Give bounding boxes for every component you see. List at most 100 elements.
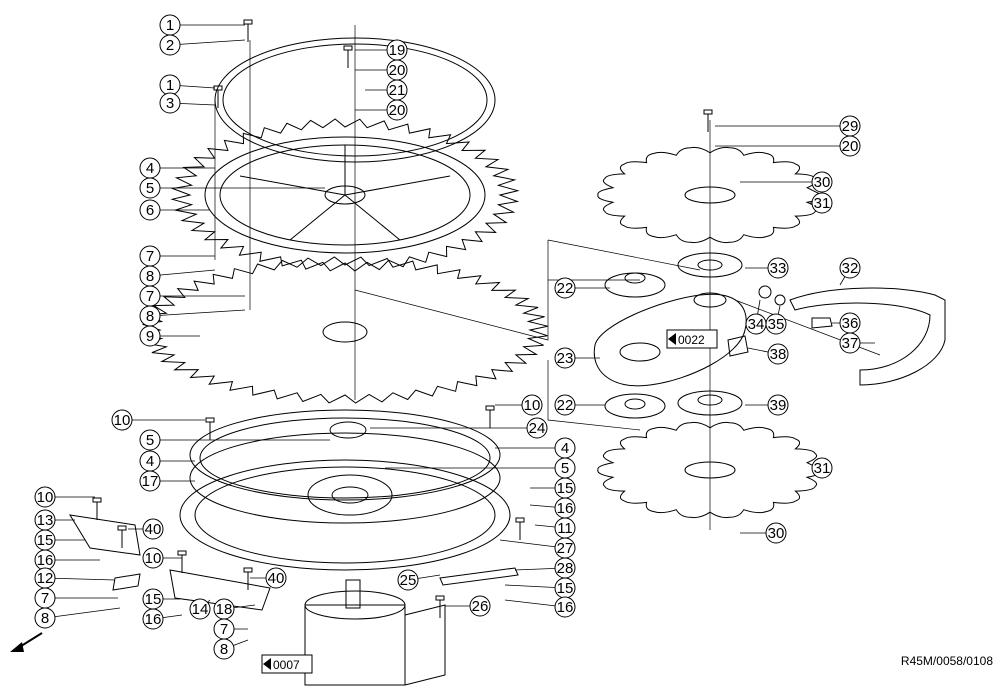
callout-c4a[interactable]: 4 [139,157,161,179]
callout-c40a[interactable]: 40 [142,518,164,540]
callout-number: 32 [842,260,859,277]
gearbox-side [404,604,446,686]
page-ref-label: 0022 [678,333,705,347]
bolt-icon [117,525,127,548]
callout-c9[interactable]: 9 [139,325,161,347]
knob [811,317,833,329]
callout-c1a[interactable]: 1 [159,14,181,36]
callout-c15a[interactable]: 15 [554,477,576,499]
callout-c36[interactable]: 36 [839,312,861,334]
callout-c15d[interactable]: 15 [142,588,164,610]
bolt-icon [485,405,495,428]
callout-c15b[interactable]: 15 [554,577,576,599]
callout-c31b[interactable]: 31 [811,457,833,479]
callout-c10b[interactable]: 10 [521,394,543,416]
callout-number: 8 [220,641,228,658]
callout-number: 34 [748,316,765,333]
callout-c21[interactable]: 21 [386,79,408,101]
callout-c4c[interactable]: 4 [554,437,576,459]
callout-c15c[interactable]: 15 [34,529,56,551]
callout-c20c[interactable]: 20 [839,135,861,157]
bottom-flange [179,459,511,571]
callout-c17[interactable]: 17 [139,470,161,492]
callout-c40b[interactable]: 40 [265,567,287,589]
callout-c5b[interactable]: 5 [139,429,161,451]
callout-number: 16 [557,599,574,616]
callout-c23[interactable]: 23 [554,347,576,369]
callout-c29[interactable]: 29 [839,115,861,137]
callout-c11[interactable]: 11 [554,517,576,539]
callout-c22a[interactable]: 22 [554,277,576,299]
callout-c39[interactable]: 39 [767,394,789,416]
callout-number: 7 [146,288,154,305]
callout-c33[interactable]: 33 [767,257,789,279]
bottom-flange-inner [194,466,496,564]
callout-c7b[interactable]: 7 [139,285,161,307]
callout-c6[interactable]: 6 [139,199,161,221]
callout-number: 20 [389,62,406,79]
callout-c8b[interactable]: 8 [139,305,161,327]
callout-c5a[interactable]: 5 [139,177,161,199]
callout-c13[interactable]: 13 [34,509,56,531]
bolt-icon [243,19,253,42]
callout-c10d[interactable]: 10 [142,547,164,569]
callout-c16a[interactable]: 16 [554,497,576,519]
callout-c37[interactable]: 37 [839,332,861,354]
callout-c1b[interactable]: 1 [159,74,181,96]
callout-c7c[interactable]: 7 [34,587,56,609]
callout-c3[interactable]: 3 [159,92,181,114]
callout-c5c[interactable]: 5 [554,457,576,479]
callout-c10a[interactable]: 10 [111,409,133,431]
callout-c31a[interactable]: 31 [811,192,833,214]
callout-c27[interactable]: 27 [554,537,576,559]
callout-c7d[interactable]: 7 [213,618,235,640]
callout-c26[interactable]: 26 [469,595,491,617]
callout-c24[interactable]: 24 [526,417,548,439]
callout-number: 15 [145,591,162,608]
callout-c4b[interactable]: 4 [139,450,161,472]
callout-c30a[interactable]: 30 [811,171,833,193]
callout-c32[interactable]: 32 [839,257,861,279]
callout-number: 23 [557,350,574,367]
callout-c12[interactable]: 12 [34,567,56,589]
callout-c8c[interactable]: 8 [34,607,56,629]
callout-c20b[interactable]: 20 [386,99,408,121]
lower-blade-center [322,321,368,343]
callout-c28[interactable]: 28 [554,557,576,579]
callout-number: 30 [814,174,831,191]
callout-c8a[interactable]: 8 [139,265,161,287]
bolt-icon [343,45,353,68]
callout-c10c[interactable]: 10 [34,486,56,508]
callout-c16d[interactable]: 16 [142,608,164,630]
washer [774,294,786,306]
callout-number: 3 [166,95,174,112]
callout-c16c[interactable]: 16 [34,549,56,571]
callout-number: 20 [842,138,859,155]
callout-c7a[interactable]: 7 [139,245,161,267]
callout-c25[interactable]: 25 [397,569,419,591]
page-ref-0022[interactable]: 0022 [666,329,718,349]
callout-number: 16 [557,500,574,517]
callout-c14[interactable]: 14 [189,598,211,620]
callout-c30b[interactable]: 30 [765,522,787,544]
page-ref-0007[interactable]: 0007 [261,654,313,674]
callout-c35[interactable]: 35 [765,313,787,335]
gear-22-bot [604,393,666,419]
gear-22-bot-inner [624,398,646,410]
callout-number: 36 [842,315,859,332]
callout-c20a[interactable]: 20 [386,59,408,81]
callout-c16b[interactable]: 16 [554,596,576,618]
callout-c38[interactable]: 38 [767,343,789,365]
knife-holder [169,569,271,611]
lower-star-hole [684,461,736,479]
callout-c18[interactable]: 18 [213,598,235,620]
callout-c22b[interactable]: 22 [554,394,576,416]
callout-number: 24 [529,420,546,437]
nut [758,285,772,299]
callout-c2[interactable]: 2 [159,34,181,56]
callout-c19[interactable]: 19 [386,39,408,61]
callout-c34[interactable]: 34 [745,313,767,335]
callout-c8d[interactable]: 8 [213,638,235,660]
callout-number: 7 [220,621,228,638]
bar [439,567,519,586]
